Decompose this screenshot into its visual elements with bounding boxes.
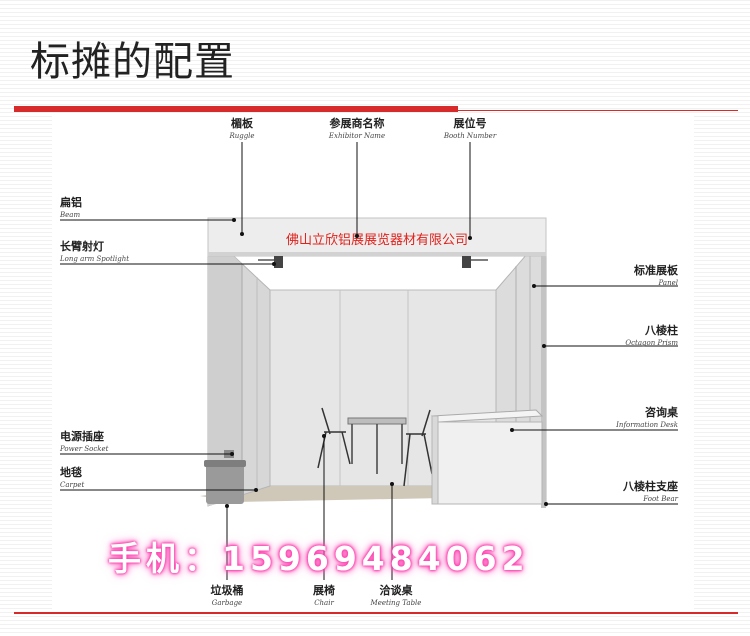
label-chair: 展椅 — [312, 583, 335, 597]
leader-lines — [60, 142, 678, 580]
label-spotlight-en: Long arm Spotlight — [59, 255, 129, 263]
label-info-desk-en: Information Desk — [615, 421, 678, 429]
leader-dots — [225, 218, 548, 508]
label-panel-en: Panel — [658, 279, 678, 287]
label-foot-bear-en: Foot Bear — [642, 495, 678, 503]
right-prism-post — [541, 232, 546, 508]
fascia-beam — [208, 252, 546, 256]
label-spotlight: 长臂射灯 — [60, 239, 104, 253]
label-info-desk: 咨询桌 — [645, 405, 679, 419]
company-name: 佛山立欣铝展展览器材有限公司 — [286, 232, 468, 248]
front-fascia — [207, 217, 547, 257]
spotlight-left — [258, 256, 283, 268]
label-garbage-en: Garbage — [212, 599, 242, 607]
label-meeting-table-en: Meeting Table — [370, 599, 422, 607]
title-divider — [14, 110, 738, 111]
label-prism: 八棱柱 — [644, 323, 678, 337]
title-accent-bar — [14, 106, 458, 112]
diagram-panel: 佛山立欣铝展展览器材有限公司 — [52, 114, 694, 610]
label-beam: 扁铝 — [60, 195, 82, 209]
label-exhibitor-name: 参展商名称 — [330, 116, 385, 130]
label-chair-en: Chair — [314, 599, 334, 607]
label-exhibitor-name-en: Exhibitor Name — [328, 132, 385, 140]
label-foot-bear: 八棱柱支座 — [622, 479, 678, 493]
label-booth-number: 展位号 — [453, 116, 487, 130]
page-title: 标摊的配置 — [30, 39, 235, 85]
label-booth-number-en: Booth Number — [443, 132, 497, 140]
chair-left — [317, 407, 351, 469]
left-side-wall-front — [208, 232, 242, 506]
label-power-socket-en: Power Socket — [59, 445, 109, 453]
garbage-bin — [204, 460, 246, 504]
label-power-socket: 电源插座 — [60, 429, 104, 443]
label-panel: 标准展板 — [633, 263, 679, 277]
label-meeting-table: 洽谈桌 — [380, 583, 414, 597]
information-desk — [430, 409, 544, 505]
label-beam-en: Beam — [59, 211, 80, 219]
phone-number: 手机：15969484062 — [108, 539, 530, 578]
chair-right — [403, 409, 433, 487]
label-ruggle-en: Ruggle — [228, 132, 254, 140]
bottom-divider — [14, 612, 738, 614]
spotlight-right — [462, 256, 488, 268]
booth-diagram: 佛山立欣铝展展览器材有限公司 — [59, 116, 679, 607]
label-prism-en: Octagon Prism — [625, 339, 678, 347]
label-carpet-en: Carpet — [60, 481, 84, 489]
meeting-table — [347, 417, 407, 474]
label-carpet: 地毯 — [60, 465, 82, 479]
label-garbage: 垃圾桶 — [211, 583, 244, 597]
label-ruggle: 楣板 — [231, 116, 254, 130]
